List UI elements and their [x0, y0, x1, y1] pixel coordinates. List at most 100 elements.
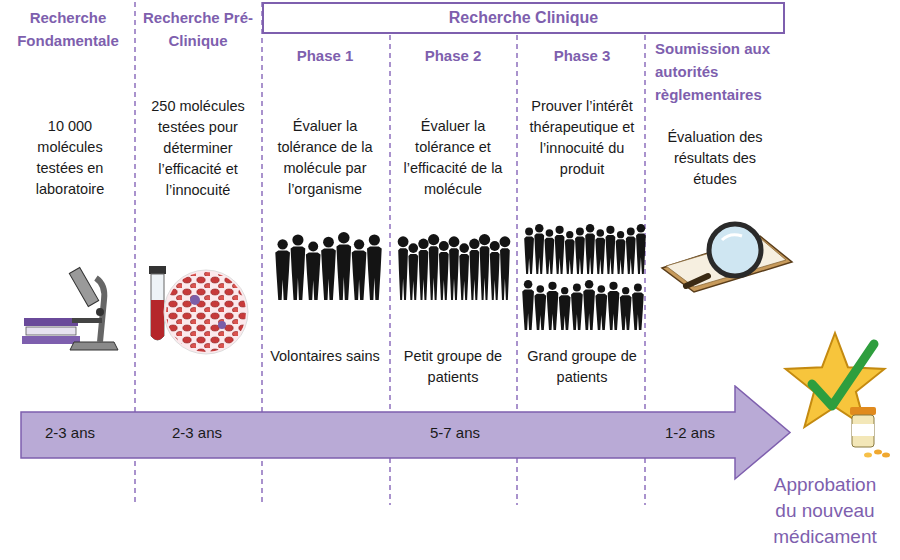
people-silhouettes	[616, 239, 626, 274]
stage-heading: Recherche Fondamentale	[3, 6, 133, 52]
duration-label: 2-3 ans	[172, 423, 222, 443]
people-silhouettes	[559, 295, 571, 330]
people-silhouettes	[585, 234, 595, 275]
people-silhouettes	[586, 224, 595, 233]
stage-heading: Soumission aux autorités règlementaires	[655, 37, 787, 106]
people-silhouettes	[573, 284, 581, 292]
people-silhouettes	[308, 242, 318, 252]
people-silhouettes	[597, 285, 605, 293]
people-silhouettes	[596, 229, 604, 237]
people-silhouettes	[622, 287, 629, 294]
magnifier-book-icon	[709, 224, 761, 276]
description-label: Petit groupe de patients	[398, 346, 508, 388]
duration-label: 1-2 ans	[665, 423, 715, 443]
people-silhouettes	[292, 234, 303, 245]
people-silhouettes	[418, 239, 428, 249]
people-silhouettes	[428, 234, 439, 245]
people-silhouettes	[561, 287, 568, 294]
microscope-icon	[96, 308, 104, 316]
approval-star-icon	[786, 333, 885, 427]
approval-star-icon	[874, 450, 882, 455]
blood-cells-icon	[164, 270, 248, 354]
people-silhouettes	[606, 235, 616, 274]
people-silhouettes	[429, 246, 439, 300]
approval-star-icon	[812, 344, 874, 406]
description-label: Évaluer la tolérance de la molécule par …	[265, 116, 385, 200]
people-silhouettes	[306, 252, 321, 300]
people-silhouettes	[585, 280, 594, 289]
people-silhouettes	[321, 249, 336, 300]
people-silhouettes	[336, 245, 351, 300]
people-silhouettes	[609, 282, 617, 290]
people-silhouettes	[323, 237, 334, 248]
group-heading: Recherche Clinique	[441, 9, 606, 27]
people-silhouettes	[632, 292, 644, 330]
people-silhouettes	[499, 236, 510, 247]
people-silhouettes	[408, 254, 418, 300]
people-silhouettes	[636, 234, 646, 275]
blood-cells-icon	[218, 321, 226, 329]
test-tube-icon	[151, 274, 164, 340]
people-silhouettes	[626, 236, 636, 274]
blood-cells-icon	[190, 295, 200, 305]
people-silhouettes	[490, 241, 500, 251]
people-silhouettes	[367, 247, 382, 300]
people-silhouettes	[419, 250, 429, 300]
people-silhouettes	[534, 294, 546, 330]
people-silhouettes	[547, 291, 559, 330]
people-silhouettes	[555, 235, 565, 274]
people-silhouettes	[566, 231, 573, 238]
people-silhouettes	[459, 254, 469, 300]
duration-label: 5-7 ans	[430, 423, 480, 443]
people-silhouettes	[534, 234, 544, 275]
people-silhouettes	[545, 238, 555, 274]
people-silhouettes	[500, 248, 510, 300]
microscope-icon	[26, 327, 76, 335]
people-silhouettes	[620, 295, 632, 330]
magnifier-book-icon	[722, 235, 742, 240]
people-silhouettes	[583, 290, 595, 331]
people-silhouettes	[354, 239, 364, 249]
people-silhouettes	[535, 224, 544, 233]
people-silhouettes	[469, 250, 479, 300]
people-silhouettes	[291, 247, 306, 300]
people-silhouettes	[275, 250, 290, 300]
people-silhouettes	[338, 232, 350, 244]
test-tube-icon	[149, 266, 166, 274]
people-silhouettes	[469, 239, 479, 249]
people-silhouettes	[606, 226, 614, 234]
people-silhouettes	[369, 234, 380, 245]
people-silhouettes	[277, 239, 287, 249]
people-silhouettes	[575, 236, 585, 274]
people-silhouettes	[459, 243, 469, 253]
people-silhouettes	[608, 291, 620, 330]
description-label: 250 molécules testées pour déterminer l’…	[138, 96, 258, 201]
approval-star-icon	[852, 424, 874, 436]
description-label: 10 000 molécules testées en laboratoire	[15, 116, 125, 200]
description-label: Volontaires sains	[270, 346, 380, 367]
stage-heading: Recherche Pré-Clinique	[136, 6, 260, 52]
microscope-icon	[22, 336, 80, 344]
people-silhouettes	[627, 228, 635, 236]
duration-label: 2-3 ans	[45, 423, 95, 443]
people-silhouettes	[439, 241, 449, 251]
people-silhouettes	[352, 250, 367, 300]
microscope-icon	[69, 268, 98, 307]
stage-heading: Phase 2	[398, 44, 508, 67]
test-tube-icon	[151, 300, 164, 340]
people-silhouettes	[595, 294, 607, 330]
approval-star-icon	[882, 453, 890, 458]
people-silhouettes	[524, 236, 534, 274]
people-silhouettes	[439, 252, 449, 300]
people-silhouettes	[548, 282, 556, 290]
magnifier-book-icon	[662, 224, 792, 292]
phase-group-box: Recherche Clinique	[262, 2, 785, 34]
microscope-icon	[24, 318, 78, 326]
people-silhouettes	[576, 228, 584, 236]
people-silhouettes	[634, 284, 642, 292]
people-silhouettes	[524, 280, 533, 289]
arrow-shape	[21, 386, 790, 479]
people-silhouettes	[637, 224, 646, 233]
people-silhouettes	[522, 290, 534, 331]
people-silhouettes	[408, 243, 418, 253]
